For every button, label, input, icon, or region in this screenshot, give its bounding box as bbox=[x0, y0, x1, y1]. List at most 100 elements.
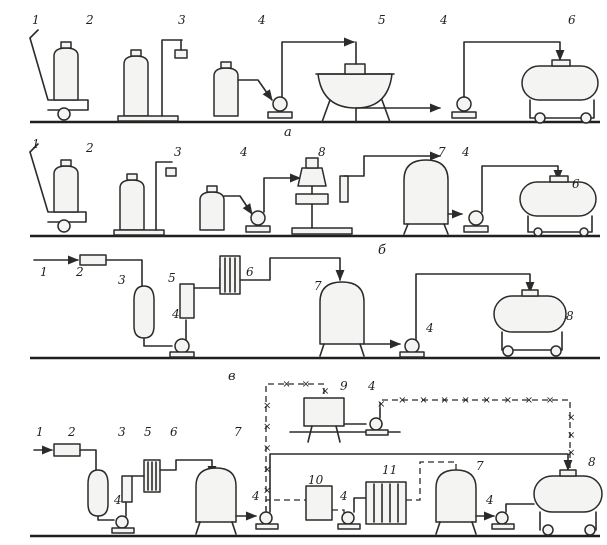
label-6-a: 6 bbox=[568, 13, 576, 27]
label-4-d4: 4 bbox=[485, 493, 494, 507]
label-4-c2: 4 bbox=[425, 321, 434, 335]
section-label-b: б bbox=[378, 243, 386, 258]
pump-c1 bbox=[169, 338, 195, 358]
storage-tank-c bbox=[319, 281, 365, 357]
pump-c2 bbox=[399, 338, 425, 358]
label-1-d: 1 bbox=[36, 425, 44, 439]
label-4-b2: 4 bbox=[461, 145, 470, 159]
cross-line-left-mark-4: × bbox=[263, 400, 271, 411]
label-6-d: 6 bbox=[170, 425, 178, 439]
label-4-a2: 4 bbox=[439, 13, 448, 27]
storage-tank-d1 bbox=[195, 467, 237, 535]
label-4-a1: 4 bbox=[257, 13, 266, 27]
cross-line-right-mark-4: × bbox=[461, 395, 469, 406]
cart-with-flask-b bbox=[29, 143, 87, 233]
plate-cooler-c bbox=[219, 255, 241, 295]
label-3-c: 3 bbox=[118, 273, 126, 287]
collector-c bbox=[133, 285, 155, 339]
pump-d4 bbox=[491, 511, 515, 530]
pump-a1 bbox=[267, 96, 293, 119]
label-2-c: 2 bbox=[75, 265, 84, 279]
label-6-b: 6 bbox=[572, 177, 580, 191]
pump-b2 bbox=[463, 210, 489, 233]
label-7-c: 7 bbox=[314, 279, 322, 293]
flask-stand-b bbox=[113, 161, 177, 236]
cross-line-right-mark-5: × bbox=[483, 395, 491, 406]
cross-line-left-mark-0: × bbox=[263, 486, 271, 497]
tanker-c bbox=[493, 289, 567, 357]
pump-a2 bbox=[451, 96, 477, 119]
label-7-b: 7 bbox=[438, 145, 446, 159]
cross-line-right-mark-1: × bbox=[398, 395, 406, 406]
heat-exchanger-c bbox=[179, 283, 195, 319]
storage-tank-b bbox=[403, 159, 449, 235]
cross-line-right-mark-9: × bbox=[567, 413, 575, 424]
vessel-9 bbox=[289, 397, 401, 443]
cross-line-left-mark-7: × bbox=[321, 386, 329, 397]
filter-d bbox=[53, 443, 81, 457]
cross-line-left-mark-6: × bbox=[302, 379, 310, 390]
cross-line-right-mark-0: × bbox=[377, 399, 385, 410]
cross-line-left-mark-1: × bbox=[263, 464, 271, 475]
cross-line-right-mark-3: × bbox=[440, 395, 448, 406]
section-label-c: в bbox=[228, 369, 236, 384]
cross-line-right: ×××××××××××× bbox=[377, 395, 575, 470]
label-4-b1: 4 bbox=[239, 145, 248, 159]
label-1-c: 1 bbox=[40, 265, 48, 279]
label-5-a: 5 bbox=[378, 13, 386, 27]
label-8-b: 8 bbox=[318, 145, 326, 159]
cross-line-left: × × × × × × × × bbox=[263, 379, 329, 512]
label-4-d2: 4 bbox=[251, 489, 260, 503]
pump-b1 bbox=[245, 210, 271, 233]
cross-line-left-mark-5: × bbox=[282, 379, 290, 390]
tanker-d bbox=[533, 469, 603, 536]
label-5-d: 5 bbox=[144, 425, 152, 439]
cross-line-left-path bbox=[265, 383, 325, 512]
reactor-vessel-a bbox=[315, 63, 395, 123]
label-9-d: 9 bbox=[340, 379, 348, 393]
label-1-a: 1 bbox=[32, 13, 40, 27]
heat-exchanger-d bbox=[121, 475, 133, 503]
storage-tank-d2 bbox=[435, 469, 477, 535]
label-10-d: 10 bbox=[308, 473, 324, 487]
plate-cooler-d bbox=[143, 459, 161, 493]
label-4-d1: 4 bbox=[113, 493, 122, 507]
label-4-c1: 4 bbox=[171, 307, 180, 321]
pump-d1 bbox=[111, 515, 135, 534]
cross-line-right-mark-6: × bbox=[504, 395, 512, 406]
flask-stand-a bbox=[117, 39, 188, 122]
pump-d2 bbox=[255, 511, 279, 530]
label-7-d1: 7 bbox=[234, 425, 242, 439]
label-2-d: 2 bbox=[67, 425, 76, 439]
label-8-d: 8 bbox=[588, 455, 596, 469]
flask-b3 bbox=[199, 185, 225, 231]
label-2-b: 2 bbox=[85, 141, 94, 155]
vessel-10 bbox=[305, 485, 333, 521]
row-c bbox=[30, 254, 600, 360]
tanker-b bbox=[519, 175, 597, 237]
cart-with-flask-a bbox=[29, 29, 89, 121]
label-3-b: 3 bbox=[174, 145, 182, 159]
collector-d bbox=[87, 469, 109, 517]
label-11-d: 11 bbox=[382, 463, 397, 477]
tanker-a bbox=[521, 59, 599, 124]
cross-line-left-mark-3: × bbox=[263, 422, 271, 433]
filter-c bbox=[79, 254, 107, 266]
label-6-c: 6 bbox=[246, 265, 254, 279]
cross-line-right-mark-2: × bbox=[419, 395, 427, 406]
unit-11 bbox=[365, 481, 407, 525]
row-d bbox=[30, 397, 603, 538]
row-b bbox=[29, 143, 600, 238]
label-4-d5: 4 bbox=[367, 379, 376, 393]
label-5-c: 5 bbox=[168, 271, 176, 285]
section-label-a: а bbox=[284, 125, 292, 140]
pump-d3 bbox=[337, 511, 361, 530]
cross-line-left-mark-2: × bbox=[263, 443, 271, 454]
cross-line-right-mark-11: × bbox=[567, 448, 575, 459]
cross-line-right-mark-7: × bbox=[525, 395, 533, 406]
pump-d5 bbox=[365, 417, 389, 436]
separator-b bbox=[291, 157, 353, 235]
label-1-b: 1 bbox=[32, 137, 40, 151]
label-2-a: 2 bbox=[85, 13, 94, 27]
